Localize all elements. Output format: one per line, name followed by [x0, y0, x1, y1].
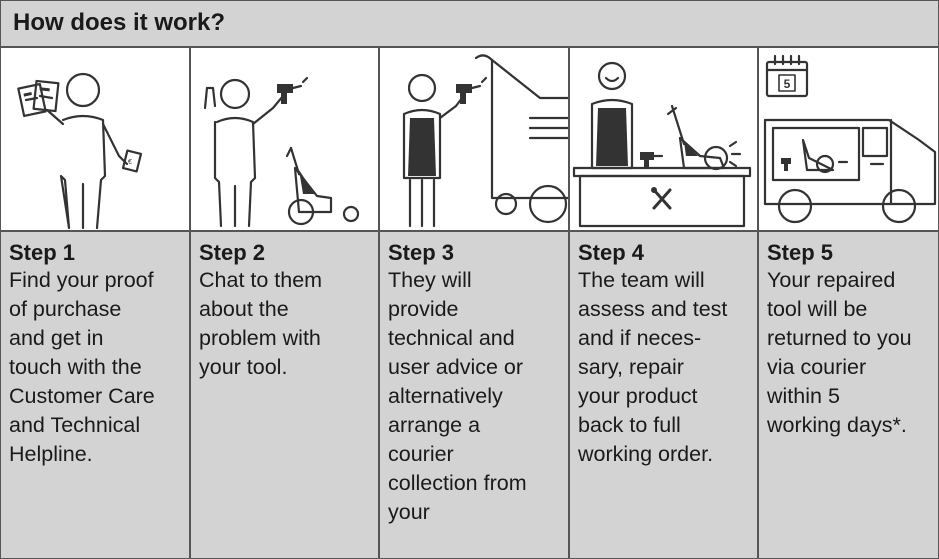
step-4-text: Step 4 The team will assess and test and… [570, 232, 757, 558]
step-1-illustration: € [1, 48, 189, 232]
step-column-3: Step 3 They will provide technical and u… [380, 48, 570, 558]
step-description: The team will assess and test and if nec… [578, 268, 728, 466]
step-column-4: Step 4 The team will assess and test and… [570, 48, 759, 558]
step-column-2: Step 2 Chat to them about the problem wi… [191, 48, 380, 558]
step-2-text: Step 2 Chat to them about the problem wi… [191, 232, 378, 558]
step-3-text: Step 3 They will provide technical and u… [380, 232, 568, 558]
step-1-text: Step 1 Find your proof of purchase and g… [1, 232, 189, 558]
person-with-drill-and-mower-icon [203, 76, 360, 228]
step-title: Step 3 [388, 240, 455, 265]
person-with-documents-icon: € [17, 72, 143, 230]
step-title: Step 1 [9, 240, 76, 265]
step-2-illustration [191, 48, 378, 232]
step-column-5: 5 [759, 48, 938, 558]
step-description: Your repaired tool will be returned to y… [767, 268, 912, 437]
step-column-1: € Step 1 Find your proof of purchase and… [1, 48, 191, 558]
step-5-text: Step 5 Your repaired tool will be return… [759, 232, 938, 558]
step-description: Find your proof of purchase and get in t… [9, 268, 155, 466]
panel-header: How does it work? [1, 1, 938, 48]
van-icon [763, 118, 937, 224]
step-3-illustration [380, 48, 568, 232]
workbench-repair-icon [572, 61, 752, 228]
page-title: How does it work? [13, 9, 226, 36]
step-5-illustration: 5 [759, 48, 938, 232]
svg-text:€: € [128, 159, 132, 166]
step-description: Chat to them about the problem with your… [199, 268, 323, 379]
calendar-day: 5 [784, 77, 791, 91]
step-title: Step 5 [767, 240, 834, 265]
calendar-icon: 5 [765, 54, 809, 98]
technician-with-trolley-icon [402, 54, 568, 228]
step-description: They will provide technical and user adv… [388, 268, 527, 524]
step-title: Step 2 [199, 240, 266, 265]
step-title: Step 4 [578, 240, 645, 265]
calendar-and-van-icon: 5 [763, 54, 937, 224]
step-4-illustration [570, 48, 757, 232]
